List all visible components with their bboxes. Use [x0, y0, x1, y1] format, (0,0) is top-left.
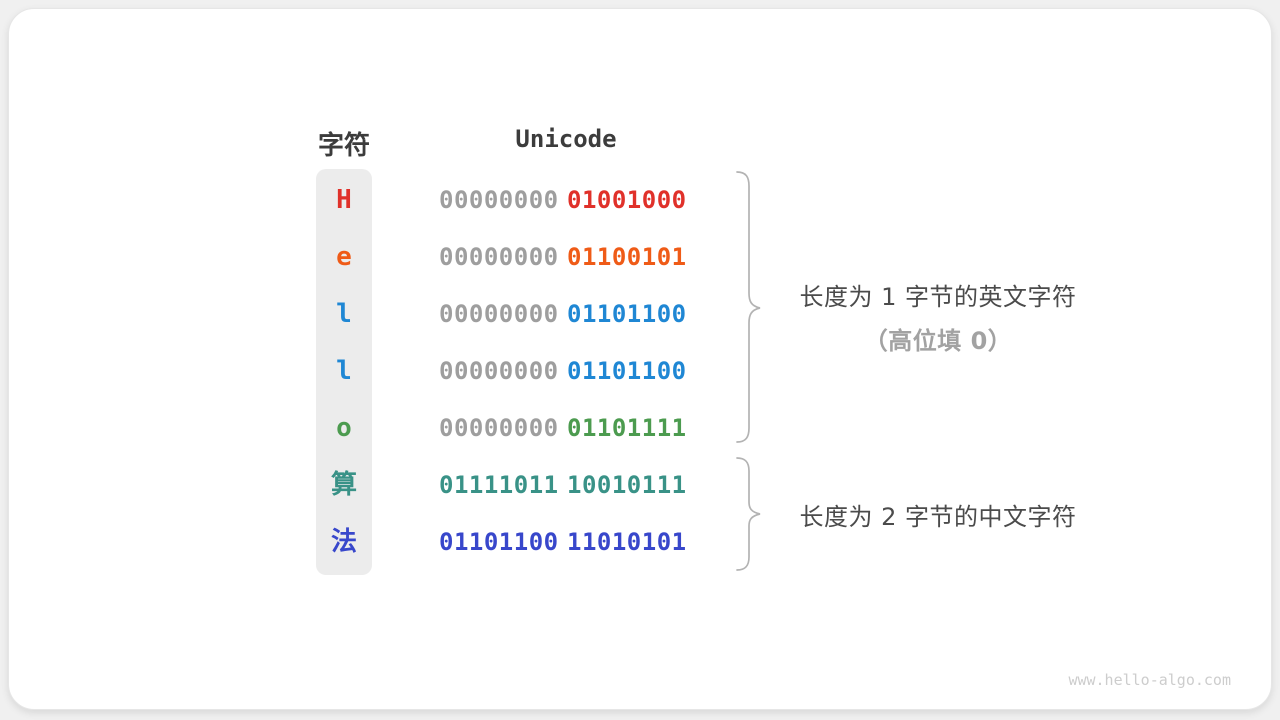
- char-cell: 法: [330, 526, 357, 557]
- char-cell: 算: [330, 469, 357, 500]
- byte-low: 10010111: [567, 470, 687, 499]
- char-column-background: [316, 169, 372, 575]
- diagram-card: 字符 Unicode H 00000000 01001000 e 0000000…: [8, 8, 1272, 710]
- byte-low: 01100101: [567, 242, 687, 271]
- byte-high: 01101100: [439, 527, 559, 556]
- table-row: e 00000000 01100101: [316, 228, 776, 285]
- brace-chinese-group-icon: [736, 457, 761, 571]
- char-cell: l: [336, 298, 352, 329]
- byte-low: 01101100: [567, 299, 687, 328]
- char-cell: H: [336, 184, 352, 215]
- table-row: l 00000000 01101100: [316, 342, 776, 399]
- char-cell: e: [336, 241, 352, 272]
- english-group-annotation: 长度为 1 字节的英文字符 （高位填 0）: [779, 277, 1097, 356]
- byte-low: 01101111: [567, 413, 687, 442]
- byte-high: 00000000: [439, 413, 559, 442]
- byte-low: 11010101: [567, 527, 687, 556]
- english-group-annotation-line1: 长度为 1 字节的英文字符: [799, 283, 1077, 311]
- byte-low: 01101100: [567, 356, 687, 385]
- table-row: 算 01111011 10010111: [316, 456, 776, 513]
- byte-high: 01111011: [439, 470, 559, 499]
- byte-low: 01001000: [567, 185, 687, 214]
- table-row: H 00000000 01001000: [316, 171, 776, 228]
- column-header-unicode: Unicode: [515, 125, 617, 153]
- byte-high: 00000000: [439, 356, 559, 385]
- byte-high: 00000000: [439, 299, 559, 328]
- chinese-group-annotation-line1: 长度为 2 字节的中文字符: [799, 503, 1077, 531]
- char-cell: o: [336, 412, 352, 443]
- table-row: 法 01101100 11010101: [316, 513, 776, 570]
- english-group-annotation-line2: （高位填 0）: [863, 327, 1013, 355]
- brace-path: [736, 171, 761, 443]
- brace-english-group-icon: [736, 171, 761, 443]
- watermark: www.hello-algo.com: [1068, 671, 1231, 689]
- column-header-char: 字符: [317, 131, 370, 161]
- chinese-group-annotation: 长度为 2 字节的中文字符: [779, 497, 1097, 532]
- byte-high: 00000000: [439, 242, 559, 271]
- char-cell: l: [336, 355, 352, 386]
- brace-path: [736, 457, 761, 571]
- byte-high: 00000000: [439, 185, 559, 214]
- table-row: l 00000000 01101100: [316, 285, 776, 342]
- table-row: o 00000000 01101111: [316, 399, 776, 456]
